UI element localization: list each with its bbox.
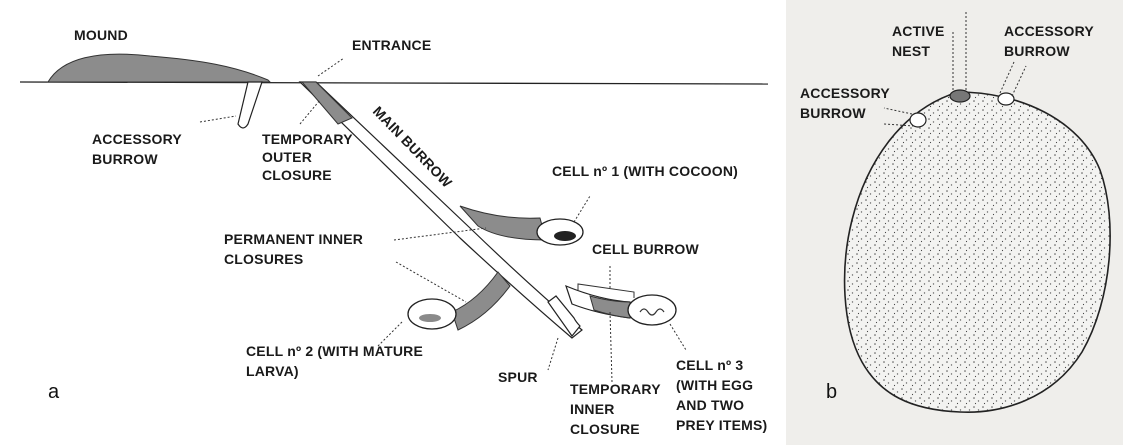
label-acc-right-1: ACCESSORY <box>1004 23 1094 39</box>
entrance-leader <box>318 58 344 76</box>
label-acc-left-2: BURROW <box>800 105 866 121</box>
temporary-outer-closure-shape <box>302 82 352 124</box>
outer-closure-leader <box>300 100 320 124</box>
panel-b: ACTIVE NEST ACCESSORY BURROW ACCESSORY B… <box>786 0 1123 445</box>
cocoon-shape <box>554 231 576 241</box>
accessory-burrow-shape <box>238 82 262 128</box>
panel-a: MOUND ENTRANCE ACCESSORY BURROW TEMPORAR… <box>20 27 768 437</box>
cell1-leader <box>574 196 590 222</box>
label-perm-1: PERMANENT INNER <box>224 231 363 247</box>
label-entrance: ENTRANCE <box>352 37 431 53</box>
inner-closure-leader <box>610 312 612 382</box>
label-temp-outer-3: CLOSURE <box>262 167 332 183</box>
label-active-1: ACTIVE <box>892 23 945 39</box>
accessory-hole-right <box>998 93 1014 105</box>
label-spur: SPUR <box>498 369 538 385</box>
cell-2 <box>408 299 456 329</box>
label-acc-left-1: ACCESSORY <box>800 85 890 101</box>
cell-3 <box>628 295 676 325</box>
label-cell2-2: LARVA) <box>246 363 299 379</box>
spur-leader <box>548 338 558 370</box>
label-temp-inner-3: CLOSURE <box>570 421 640 437</box>
label-cell-burrow: CELL BURROW <box>592 241 700 257</box>
label-accessory-1: ACCESSORY <box>92 131 182 147</box>
perm-leader-2 <box>396 262 466 302</box>
label-temp-inner-1: TEMPORARY <box>570 381 661 397</box>
label-cell3-3: AND TWO <box>676 397 744 413</box>
label-mound: MOUND <box>74 27 128 43</box>
larva-shape <box>419 314 441 322</box>
label-perm-2: CLOSURES <box>224 251 303 267</box>
label-active-2: NEST <box>892 43 930 59</box>
accessory-hole-left <box>910 113 926 127</box>
label-accessory-2: BURROW <box>92 151 158 167</box>
cell3-leader <box>670 324 686 350</box>
label-temp-outer-2: OUTER <box>262 149 312 165</box>
active-nest-entrance <box>950 90 970 102</box>
label-cell2-1: CELL nº 2 (WITH MATURE <box>246 343 423 359</box>
label-cell3-1: CELL nº 3 <box>676 357 743 373</box>
panel-b-letter: b <box>826 381 837 403</box>
label-cell1: CELL nº 1 (WITH COCOON) <box>552 163 738 179</box>
label-acc-right-2: BURROW <box>1004 43 1070 59</box>
label-cell3-2: (WITH EGG <box>676 377 753 393</box>
cell2-branch <box>452 272 510 330</box>
label-temp-outer-1: TEMPORARY <box>262 131 353 147</box>
mound-shape <box>48 54 270 82</box>
panel-a-letter: a <box>48 381 60 403</box>
label-temp-inner-2: INNER <box>570 401 615 417</box>
accessory-leader <box>200 116 236 122</box>
label-cell3-4: PREY ITEMS) <box>676 417 767 433</box>
